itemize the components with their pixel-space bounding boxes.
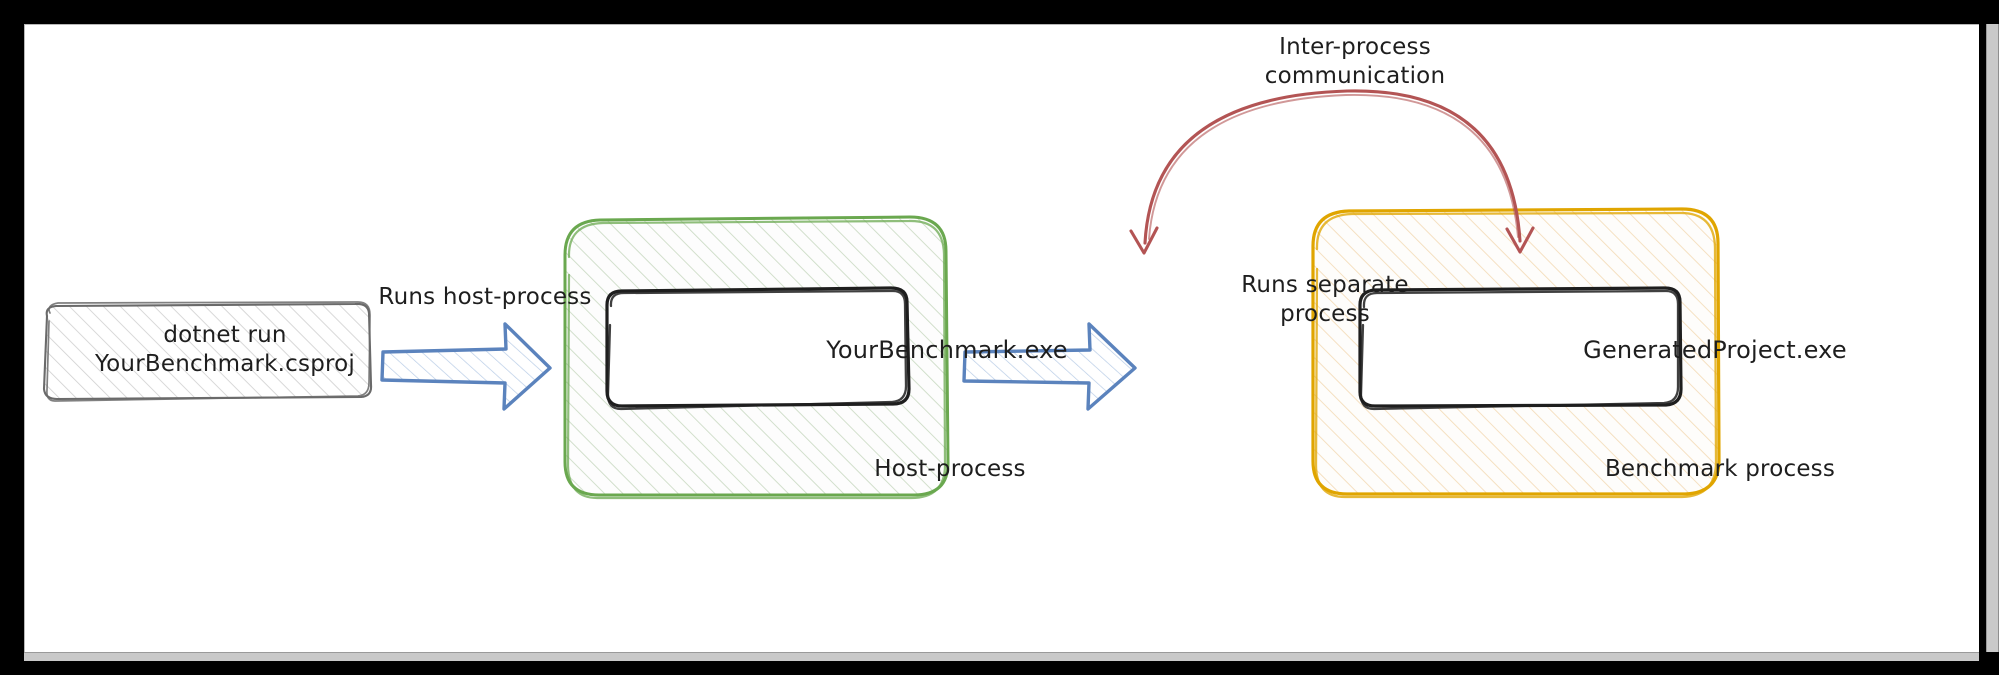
yourbenchmark-exe-label: YourBenchmark.exe — [826, 336, 1068, 364]
generatedproject-exe-label: GeneratedProject.exe — [1583, 336, 1847, 364]
runs-host-process-arrow-shape[interactable] — [380, 322, 552, 411]
command-node-shape[interactable] — [42, 301, 373, 402]
host-process-label: Host-process — [874, 456, 1026, 482]
inter-process-communication-arc-shape[interactable] — [1129, 89, 1535, 255]
runs-separate-process-arrow-shape[interactable] — [962, 322, 1137, 411]
generatedproject-exe-shape[interactable] — [1358, 286, 1683, 411]
vertical-scrollbar[interactable] — [1986, 24, 1999, 652]
horizontal-scrollbar[interactable] — [24, 652, 1979, 661]
diagram-svg — [42, 89, 1721, 500]
yourbenchmark-exe-shape[interactable] — [605, 286, 911, 411]
benchmark-process-label: Benchmark process — [1604, 456, 1836, 482]
runs-host-process-label: Runs host-process — [378, 284, 592, 310]
